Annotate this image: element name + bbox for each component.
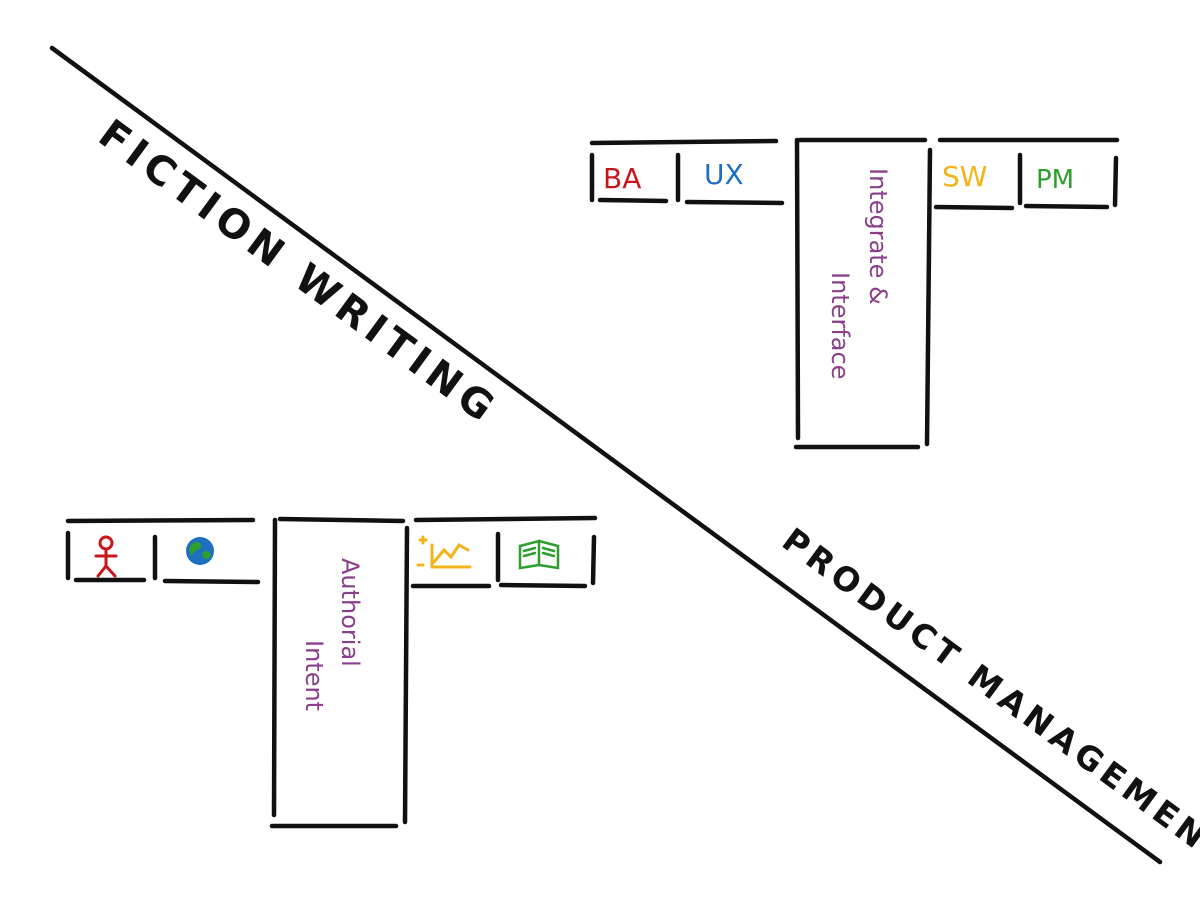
product-t-stem-label: Integrate & Interface xyxy=(826,168,892,379)
authorial-intent-line2: Intent xyxy=(300,640,328,711)
product-t-shape xyxy=(589,137,1120,450)
authorial-intent-line1: Authorial xyxy=(336,558,364,667)
person-icon xyxy=(94,535,118,578)
product-management-label: PRODUCT MANAGEMENT xyxy=(775,520,1200,875)
open-book-icon xyxy=(518,539,560,570)
integrate-interface-line2: Interface xyxy=(826,272,854,379)
pm-cell-label: PM xyxy=(1036,165,1074,195)
diagonal-divider xyxy=(49,45,1163,865)
plot-chart-icon xyxy=(416,535,472,569)
integrate-interface-line1: Integrate & xyxy=(864,168,892,305)
sw-cell-label: SW xyxy=(942,160,987,193)
ba-cell-label: BA xyxy=(603,162,641,195)
fiction-t-stem-label: Authorial Intent xyxy=(300,558,364,711)
globe-icon xyxy=(186,537,214,565)
fiction-t-shape xyxy=(65,515,598,829)
product-t-cells: BA UX SW PM xyxy=(603,158,1074,195)
fiction-writing-label: FICTION WRITING xyxy=(90,111,507,434)
ux-cell-label: UX xyxy=(704,158,744,191)
